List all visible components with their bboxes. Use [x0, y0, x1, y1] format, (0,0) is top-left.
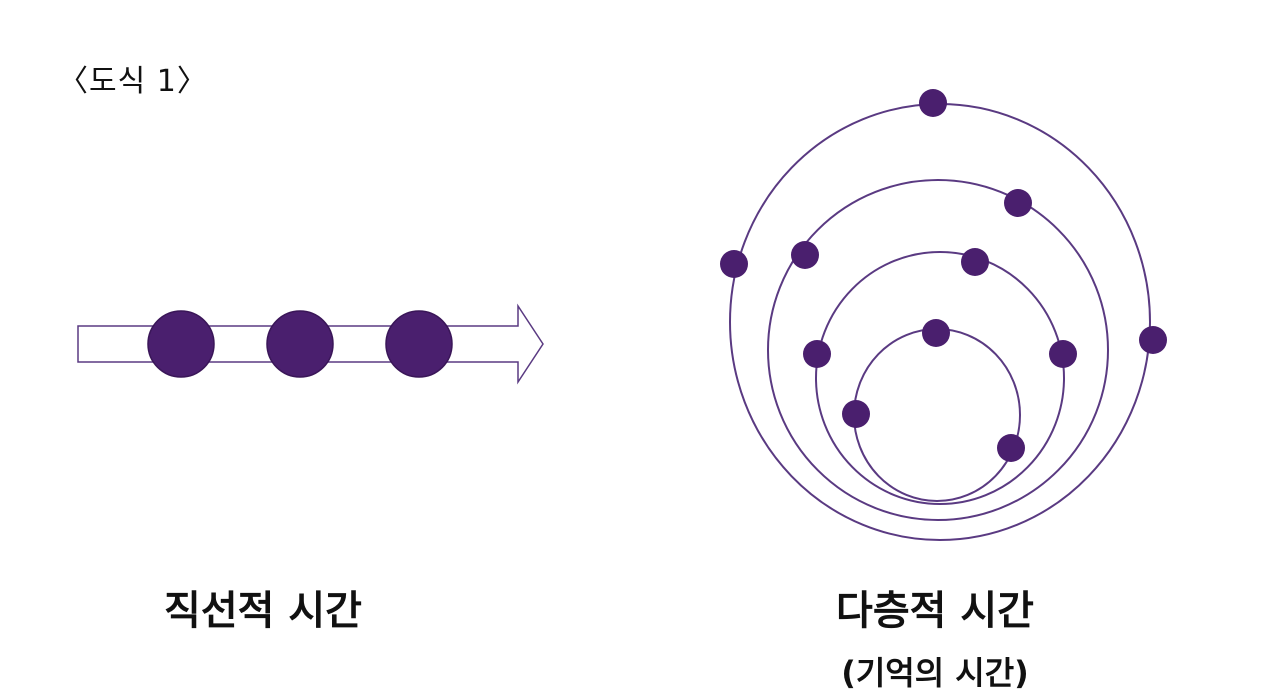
layered-time-caption: 다층적 시간 [836, 588, 1034, 634]
linear-dot [266, 310, 334, 378]
layered-dot [720, 250, 748, 278]
layered-time-subcaption: (기억의 시간) [841, 654, 1029, 692]
layered-dot [803, 340, 831, 368]
layered-dot [1049, 340, 1077, 368]
linear-time-caption: 직선적 시간 [164, 588, 362, 634]
time-ring-2 [767, 179, 1109, 521]
linear-dot [147, 310, 215, 378]
layered-dot [997, 434, 1025, 462]
figure-label: 〈도식 1〉 [58, 64, 208, 99]
linear-dot [385, 310, 453, 378]
time-ring-3 [815, 251, 1065, 505]
layered-dot [922, 319, 950, 347]
layered-dot [919, 89, 947, 117]
layered-dot [1139, 326, 1167, 354]
layered-dots [720, 89, 1167, 462]
time-ring-inner [853, 328, 1021, 502]
layered-dot [842, 400, 870, 428]
layered-dot [961, 248, 989, 276]
layered-dot [791, 241, 819, 269]
layered-dot [1004, 189, 1032, 217]
linear-time-diagram [77, 303, 544, 385]
